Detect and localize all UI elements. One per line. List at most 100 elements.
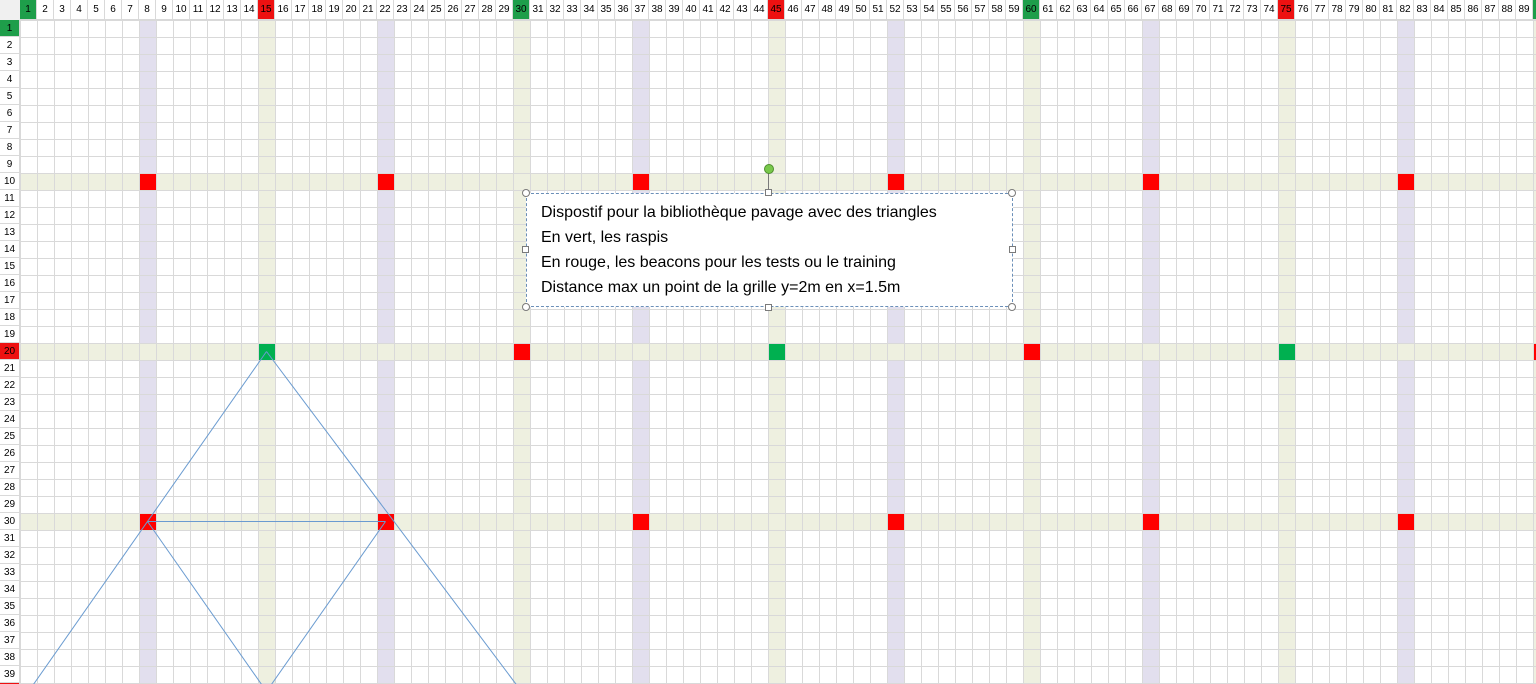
resize-handle-bottom-left[interactable] bbox=[522, 303, 530, 311]
row-header-25[interactable]: 25 bbox=[0, 428, 20, 445]
row-header-2[interactable]: 2 bbox=[0, 37, 20, 54]
row-header-33[interactable]: 33 bbox=[0, 564, 20, 581]
column-header-67[interactable]: 67 bbox=[1142, 0, 1159, 20]
column-header-84[interactable]: 84 bbox=[1431, 0, 1448, 20]
column-header-58[interactable]: 58 bbox=[989, 0, 1006, 20]
resize-handle-bottom-right[interactable] bbox=[1008, 303, 1016, 311]
row-header-7[interactable]: 7 bbox=[0, 122, 20, 139]
column-header-13[interactable]: 13 bbox=[224, 0, 241, 20]
column-header-59[interactable]: 59 bbox=[1006, 0, 1023, 20]
column-header-89[interactable]: 89 bbox=[1516, 0, 1533, 20]
column-header-51[interactable]: 51 bbox=[870, 0, 887, 20]
column-header-76[interactable]: 76 bbox=[1295, 0, 1312, 20]
column-header-46[interactable]: 46 bbox=[785, 0, 802, 20]
row-header-20[interactable]: 20 bbox=[0, 343, 20, 360]
column-header-29[interactable]: 29 bbox=[496, 0, 513, 20]
row-header-36[interactable]: 36 bbox=[0, 615, 20, 632]
text-box-line-2[interactable]: En vert, les raspis bbox=[541, 229, 669, 246]
column-header-18[interactable]: 18 bbox=[309, 0, 326, 20]
row-header-35[interactable]: 35 bbox=[0, 598, 20, 615]
column-header-53[interactable]: 53 bbox=[904, 0, 921, 20]
column-header-70[interactable]: 70 bbox=[1193, 0, 1210, 20]
column-header-78[interactable]: 78 bbox=[1329, 0, 1346, 20]
row-header-37[interactable]: 37 bbox=[0, 632, 20, 649]
row-header-5[interactable]: 5 bbox=[0, 88, 20, 105]
column-header-10[interactable]: 10 bbox=[173, 0, 190, 20]
column-header-15[interactable]: 15 bbox=[258, 0, 275, 20]
row-header-14[interactable]: 14 bbox=[0, 241, 20, 258]
column-header-86[interactable]: 86 bbox=[1465, 0, 1482, 20]
column-header-37[interactable]: 37 bbox=[632, 0, 649, 20]
column-header-72[interactable]: 72 bbox=[1227, 0, 1244, 20]
column-header-16[interactable]: 16 bbox=[275, 0, 292, 20]
row-header-16[interactable]: 16 bbox=[0, 275, 20, 292]
column-header-79[interactable]: 79 bbox=[1346, 0, 1363, 20]
column-header-19[interactable]: 19 bbox=[326, 0, 343, 20]
column-header-42[interactable]: 42 bbox=[717, 0, 734, 20]
column-header-83[interactable]: 83 bbox=[1414, 0, 1431, 20]
column-header-12[interactable]: 12 bbox=[207, 0, 224, 20]
column-header-36[interactable]: 36 bbox=[615, 0, 632, 20]
text-box-line-1[interactable]: Dispostif pour la bibliothèque pavage av… bbox=[541, 204, 937, 221]
row-header-11[interactable]: 11 bbox=[0, 190, 20, 207]
column-header-35[interactable]: 35 bbox=[598, 0, 615, 20]
rotation-handle[interactable] bbox=[764, 164, 774, 174]
column-header-32[interactable]: 32 bbox=[547, 0, 564, 20]
column-header-44[interactable]: 44 bbox=[751, 0, 768, 20]
row-header-4[interactable]: 4 bbox=[0, 71, 20, 88]
column-header-63[interactable]: 63 bbox=[1074, 0, 1091, 20]
column-header-8[interactable]: 8 bbox=[139, 0, 156, 20]
row-header-28[interactable]: 28 bbox=[0, 479, 20, 496]
resize-handle-left[interactable] bbox=[522, 246, 529, 253]
column-header-48[interactable]: 48 bbox=[819, 0, 836, 20]
column-header-41[interactable]: 41 bbox=[700, 0, 717, 20]
column-header-66[interactable]: 66 bbox=[1125, 0, 1142, 20]
column-header-45[interactable]: 45 bbox=[768, 0, 785, 20]
column-header-77[interactable]: 77 bbox=[1312, 0, 1329, 20]
column-header-21[interactable]: 21 bbox=[360, 0, 377, 20]
column-header-40[interactable]: 40 bbox=[683, 0, 700, 20]
row-header-26[interactable]: 26 bbox=[0, 445, 20, 462]
select-all-corner[interactable] bbox=[0, 0, 20, 20]
row-header-39[interactable]: 39 bbox=[0, 666, 20, 683]
row-header-31[interactable]: 31 bbox=[0, 530, 20, 547]
column-header-11[interactable]: 11 bbox=[190, 0, 207, 20]
row-header-8[interactable]: 8 bbox=[0, 139, 20, 156]
column-header-24[interactable]: 24 bbox=[411, 0, 428, 20]
column-header-60[interactable]: 60 bbox=[1023, 0, 1040, 20]
column-header-6[interactable]: 6 bbox=[105, 0, 122, 20]
resize-handle-top[interactable] bbox=[765, 189, 772, 196]
column-header-14[interactable]: 14 bbox=[241, 0, 258, 20]
column-header-64[interactable]: 64 bbox=[1091, 0, 1108, 20]
column-header-80[interactable]: 80 bbox=[1363, 0, 1380, 20]
resize-handle-top-left[interactable] bbox=[522, 189, 530, 197]
row-header-19[interactable]: 19 bbox=[0, 326, 20, 343]
column-header-65[interactable]: 65 bbox=[1108, 0, 1125, 20]
column-header-43[interactable]: 43 bbox=[734, 0, 751, 20]
text-box-shape[interactable]: Dispostif pour la bibliothèque pavage av… bbox=[526, 193, 1013, 307]
row-header-15[interactable]: 15 bbox=[0, 258, 20, 275]
row-header-18[interactable]: 18 bbox=[0, 309, 20, 326]
column-header-20[interactable]: 20 bbox=[343, 0, 360, 20]
row-header-30[interactable]: 30 bbox=[0, 513, 20, 530]
resize-handle-bottom[interactable] bbox=[765, 304, 772, 311]
row-header-21[interactable]: 21 bbox=[0, 360, 20, 377]
row-header-27[interactable]: 27 bbox=[0, 462, 20, 479]
column-header-2[interactable]: 2 bbox=[37, 0, 54, 20]
column-header-85[interactable]: 85 bbox=[1448, 0, 1465, 20]
row-header-23[interactable]: 23 bbox=[0, 394, 20, 411]
column-header-30[interactable]: 30 bbox=[513, 0, 530, 20]
column-header-25[interactable]: 25 bbox=[428, 0, 445, 20]
column-header-4[interactable]: 4 bbox=[71, 0, 88, 20]
column-header-38[interactable]: 38 bbox=[649, 0, 666, 20]
column-header-69[interactable]: 69 bbox=[1176, 0, 1193, 20]
column-header-49[interactable]: 49 bbox=[836, 0, 853, 20]
row-header-13[interactable]: 13 bbox=[0, 224, 20, 241]
column-header-39[interactable]: 39 bbox=[666, 0, 683, 20]
column-header-5[interactable]: 5 bbox=[88, 0, 105, 20]
row-header-6[interactable]: 6 bbox=[0, 105, 20, 122]
column-header-3[interactable]: 3 bbox=[54, 0, 71, 20]
column-header-82[interactable]: 82 bbox=[1397, 0, 1414, 20]
